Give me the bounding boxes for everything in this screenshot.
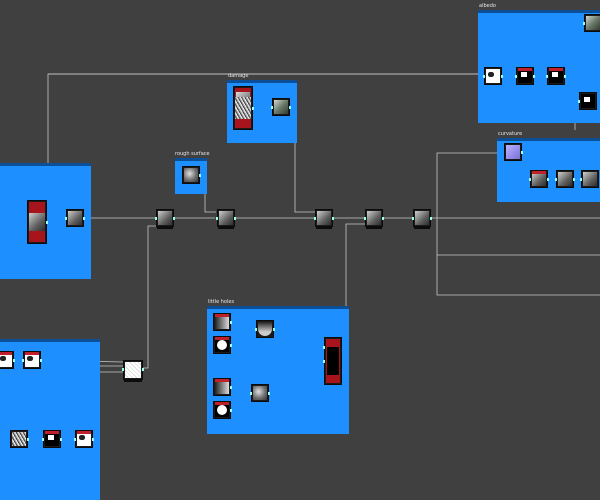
texture-preview-icon xyxy=(558,172,572,186)
node-holes-circle-2[interactable] xyxy=(213,401,232,419)
texture-preview-icon xyxy=(326,339,340,383)
node-chain-3[interactable] xyxy=(314,209,334,229)
node-holes-grad-2[interactable] xyxy=(213,378,232,396)
node-holes-circle-1[interactable] xyxy=(213,336,232,354)
node-left-bottom-2[interactable] xyxy=(22,351,42,369)
node-bottom-mask[interactable] xyxy=(122,360,144,382)
node-damage-noise[interactable] xyxy=(233,86,254,130)
texture-preview-icon xyxy=(532,172,546,186)
node-holes-grad-1[interactable] xyxy=(213,313,232,331)
texture-preview-icon xyxy=(184,168,198,182)
texture-preview-icon xyxy=(549,69,563,83)
texture-preview-icon xyxy=(125,362,141,378)
node-albedo-5[interactable] xyxy=(583,14,600,32)
texture-preview-icon xyxy=(12,432,26,446)
node-albedo-3[interactable] xyxy=(546,67,566,85)
node-albedo-4[interactable] xyxy=(578,92,597,110)
texture-preview-icon xyxy=(415,211,429,225)
node-chain-4[interactable] xyxy=(364,209,384,229)
node-holes-output[interactable] xyxy=(323,337,342,385)
frame-title-albedo: albedo xyxy=(479,3,496,9)
texture-preview-icon xyxy=(581,94,595,108)
node-chain-5[interactable] xyxy=(412,209,432,229)
node-curvature-4[interactable] xyxy=(580,170,599,188)
node-left-mid-output[interactable] xyxy=(65,209,85,227)
texture-preview-icon xyxy=(317,211,331,225)
node-damage-output[interactable] xyxy=(271,98,291,116)
node-albedo-2[interactable] xyxy=(515,67,535,85)
texture-preview-icon xyxy=(518,69,532,83)
node-rough-surface[interactable] xyxy=(182,166,201,184)
texture-preview-icon xyxy=(68,211,82,225)
node-curvature-input[interactable] xyxy=(504,143,523,161)
wire xyxy=(436,218,600,296)
texture-preview-icon xyxy=(215,315,229,329)
node-left-bottom-5[interactable] xyxy=(74,430,94,448)
texture-preview-icon xyxy=(25,353,39,367)
node-curvature-2[interactable] xyxy=(529,170,549,188)
node-left-bottom-3[interactable] xyxy=(10,430,29,448)
node-left-bottom-1[interactable] xyxy=(0,351,15,369)
wire xyxy=(294,108,316,213)
node-chain-2[interactable] xyxy=(216,209,236,229)
texture-preview-icon xyxy=(158,211,172,225)
node-curvature-3[interactable] xyxy=(555,170,575,188)
node-chain-1[interactable] xyxy=(155,209,175,229)
texture-preview-icon xyxy=(77,432,91,446)
texture-preview-icon xyxy=(367,211,381,225)
texture-preview-icon xyxy=(215,380,229,394)
frame-title-little-holes: little holes xyxy=(208,299,235,305)
node-holes-blend-1[interactable] xyxy=(255,320,275,338)
frame-title-damage: damage xyxy=(228,73,249,79)
frame-left-bottom[interactable] xyxy=(0,339,100,500)
texture-preview-icon xyxy=(253,386,267,400)
node-left-mid-tall[interactable] xyxy=(27,200,48,244)
texture-preview-icon xyxy=(274,100,288,114)
texture-preview-icon xyxy=(215,338,229,352)
texture-preview-icon xyxy=(583,172,597,186)
texture-preview-icon xyxy=(586,16,600,30)
node-holes-blend-2[interactable] xyxy=(250,384,270,402)
texture-preview-icon xyxy=(0,353,12,367)
frame-title-rough-surface: rough surface xyxy=(175,151,210,157)
texture-preview-icon xyxy=(215,403,229,417)
texture-preview-icon xyxy=(258,322,272,336)
wire xyxy=(432,152,499,219)
frame-title-curvature: curvature xyxy=(498,131,523,137)
texture-preview-icon xyxy=(45,432,59,446)
texture-preview-icon xyxy=(486,69,500,83)
node-left-bottom-4[interactable] xyxy=(42,430,62,448)
node-albedo-1[interactable] xyxy=(483,67,503,85)
wire xyxy=(143,225,156,369)
texture-preview-icon xyxy=(506,145,520,159)
texture-preview-icon xyxy=(219,211,233,225)
